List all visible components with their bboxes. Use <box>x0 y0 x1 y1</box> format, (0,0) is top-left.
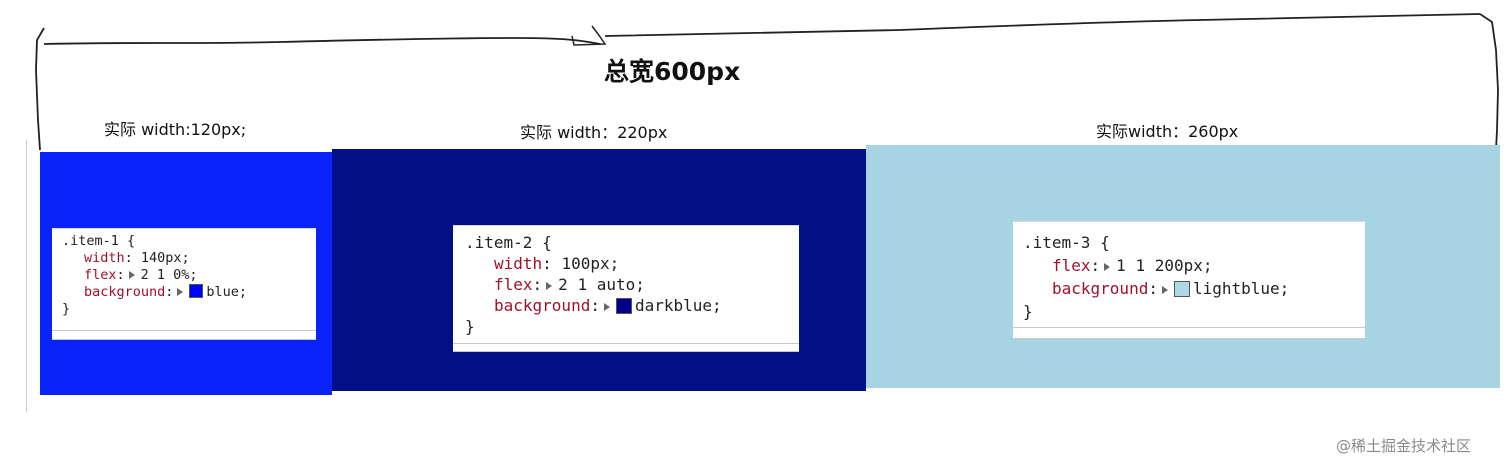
open-brace: { <box>127 233 136 249</box>
css-rule-card-item-3: .item-3 { flex:1 1 200px; background:lig… <box>1013 221 1365 339</box>
declaration-flex: flex:1 1 200px; <box>1052 256 1213 275</box>
page-edge-line <box>26 140 27 412</box>
card-divider <box>453 343 799 344</box>
property-name: background <box>1052 279 1149 298</box>
css-rule-card-item-2: .item-2 { width: 100px; flex:2 1 auto; b… <box>453 225 799 352</box>
property-name: background <box>494 296 591 315</box>
css-rule-card-item-1: .item-1 { width: 140px; flex:2 1 0%; bac… <box>52 228 316 340</box>
triangle-right-icon[interactable] <box>603 302 610 311</box>
property-value: blue; <box>206 284 248 300</box>
property-name: flex <box>494 275 533 294</box>
close-brace: } <box>1023 302 1033 321</box>
item-2-actual-width-note: 实际 width：220px <box>520 123 668 142</box>
property-value: 140px; <box>140 250 190 266</box>
item-1-actual-width-note: 实际 width:120px; <box>104 120 247 139</box>
declaration-background: background:darkblue; <box>494 296 722 315</box>
property-value: darkblue; <box>634 296 722 315</box>
total-width-brace <box>35 13 1499 151</box>
declaration-flex: flex:2 1 0%; <box>84 267 198 283</box>
property-value: 2 1 auto; <box>558 275 645 294</box>
property-name: width <box>84 250 125 266</box>
color-swatch-icon[interactable] <box>1173 280 1190 297</box>
card-top-border <box>1013 221 1365 222</box>
declaration-width: width: 100px; <box>494 254 620 273</box>
css-selector: .item-3 <box>1023 233 1091 252</box>
triangle-right-icon[interactable] <box>177 288 184 296</box>
property-name: flex <box>1052 256 1091 275</box>
open-brace: { <box>1100 233 1110 252</box>
property-name: background <box>84 284 166 300</box>
close-brace: } <box>465 317 475 336</box>
triangle-right-icon[interactable] <box>1161 285 1168 294</box>
property-name: width <box>494 254 543 273</box>
declaration-background: background:blue; <box>84 284 248 300</box>
card-top-border <box>453 225 799 226</box>
card-divider <box>52 330 316 331</box>
item-3-actual-width-note: 实际width：260px <box>1096 122 1239 141</box>
watermark: @稀土掘金技术社区 <box>1336 437 1472 455</box>
property-value: 2 1 0%; <box>140 267 198 283</box>
property-name: flex <box>84 267 117 283</box>
color-swatch-icon[interactable] <box>189 284 204 298</box>
declaration-flex: flex:2 1 auto; <box>494 275 645 294</box>
open-brace: { <box>542 233 552 252</box>
property-value: 1 1 200px; <box>1116 256 1213 275</box>
total-width-label: 总宽600px <box>604 57 741 86</box>
css-selector: .item-2 <box>465 233 533 252</box>
card-divider <box>1013 327 1365 328</box>
css-selector: .item-1 <box>62 233 119 249</box>
declaration-width: width: 140px; <box>84 250 190 266</box>
declaration-background: background:lightblue; <box>1052 279 1290 298</box>
close-brace: } <box>62 301 71 317</box>
color-swatch-icon[interactable] <box>615 297 632 314</box>
triangle-right-icon[interactable] <box>128 271 135 279</box>
card-top-border <box>52 228 316 229</box>
triangle-right-icon[interactable] <box>1104 262 1111 271</box>
triangle-right-icon[interactable] <box>546 281 553 290</box>
property-value: lightblue; <box>1192 279 1290 298</box>
property-value: 100px; <box>561 254 620 273</box>
